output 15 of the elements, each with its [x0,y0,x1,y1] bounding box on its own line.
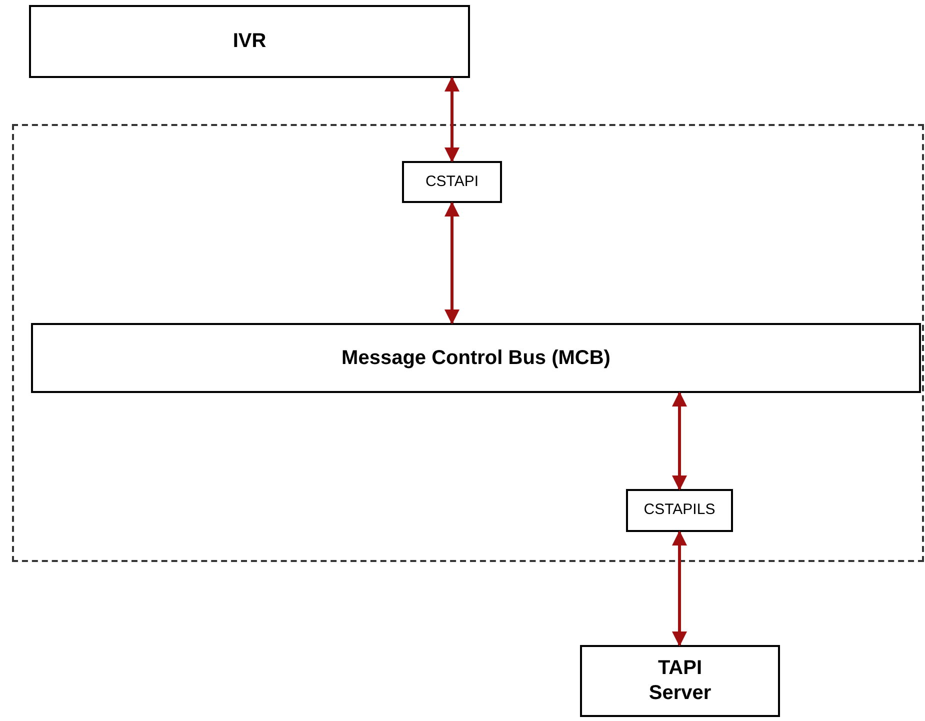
bus-box [31,323,921,393]
node-label: Message Control Bus (MCB) [342,346,610,370]
double-arrow [672,392,687,490]
double-arrow [444,202,460,324]
interface-box [402,161,502,203]
system-box [29,5,470,78]
server-box [580,645,780,717]
double-arrow [444,76,460,162]
interface-box [626,489,733,532]
node-label: CSTAPILS [644,501,716,520]
double-arrow [672,530,687,646]
node-label: TAPI Server [648,656,712,706]
node-label: CSTAPI [425,172,479,192]
boundary-box [12,124,924,562]
node-label: IVR [232,29,266,54]
